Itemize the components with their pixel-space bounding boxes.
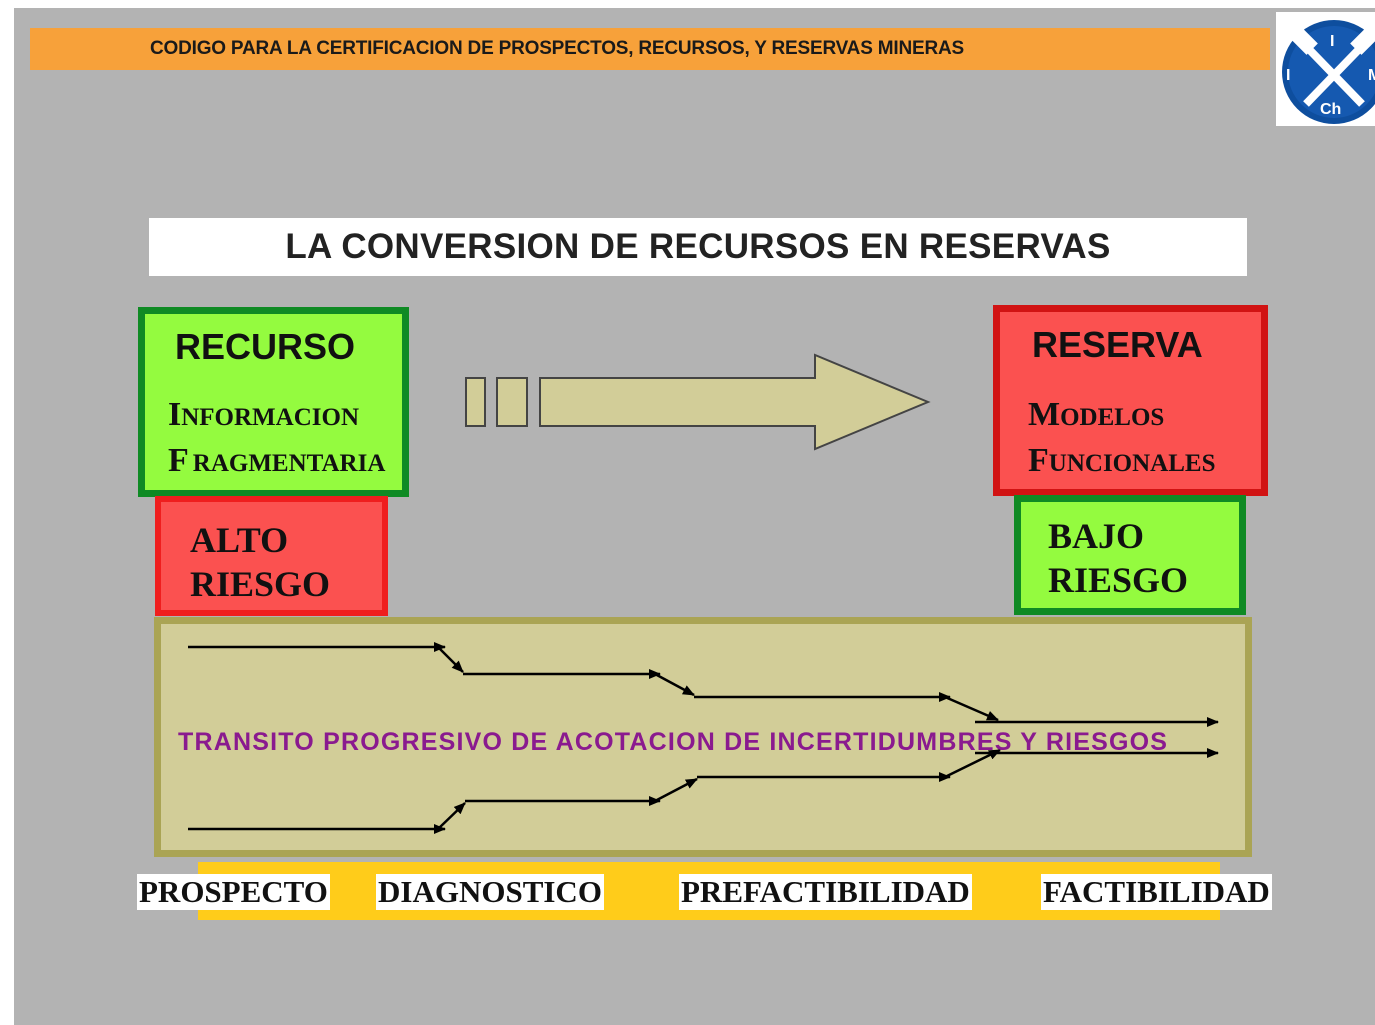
reserva-box [993,305,1268,496]
logo: I I M Ch [1276,12,1375,126]
logo-letter-left: I [1286,67,1290,84]
upper-staircase-arrows [188,642,1219,727]
bajo-riesgo-box [1014,495,1246,615]
reserva-line1: MODELOS [1028,396,1165,433]
header-bar: CODIGO PARA LA CERTIFICACION DE PROSPECT… [30,28,1270,70]
logo-letter-right: M [1368,67,1375,84]
title-box: LA CONVERSION DE RECURSOS EN RESERVAS [149,218,1247,276]
stage-prospecto: PROSPECTO [137,874,330,910]
transit-box [154,617,1252,857]
crossed-hammers-icon: I I M Ch [1282,20,1375,124]
stage-factibilidad: FACTIBILIDAD [1041,874,1272,910]
lower-staircase-arrows [188,748,1219,834]
reserva-heading: RESERVA [1032,324,1203,365]
recurso-line1: INFORMACION [168,396,359,433]
alto-riesgo-box [155,496,388,616]
stage-prefactibilidad: PREFACTIBILIDAD [679,874,972,910]
header-text: CODIGO PARA LA CERTIFICACION DE PROSPECT… [150,38,964,59]
stage-diagnostico: DIAGNOSTICO [376,874,604,910]
reserva-line2: FUNCIONALES [1028,442,1216,479]
big-arrow [465,353,931,451]
bajo-riesgo-text: BAJO RIESGO [1048,516,1189,600]
logo-letter-bottom: Ch [1320,101,1341,118]
recurso-box [138,307,409,497]
transit-label: TRANSITO PROGRESIVO DE ACOTACION DE INCE… [178,728,1169,756]
alto-riesgo-text: ALTO RIESGO [190,520,331,604]
recurso-heading: RECURSO [175,326,356,367]
logo-letter-top: I [1330,33,1334,50]
page-title: LA CONVERSION DE RECURSOS EN RESERVAS [285,227,1111,266]
